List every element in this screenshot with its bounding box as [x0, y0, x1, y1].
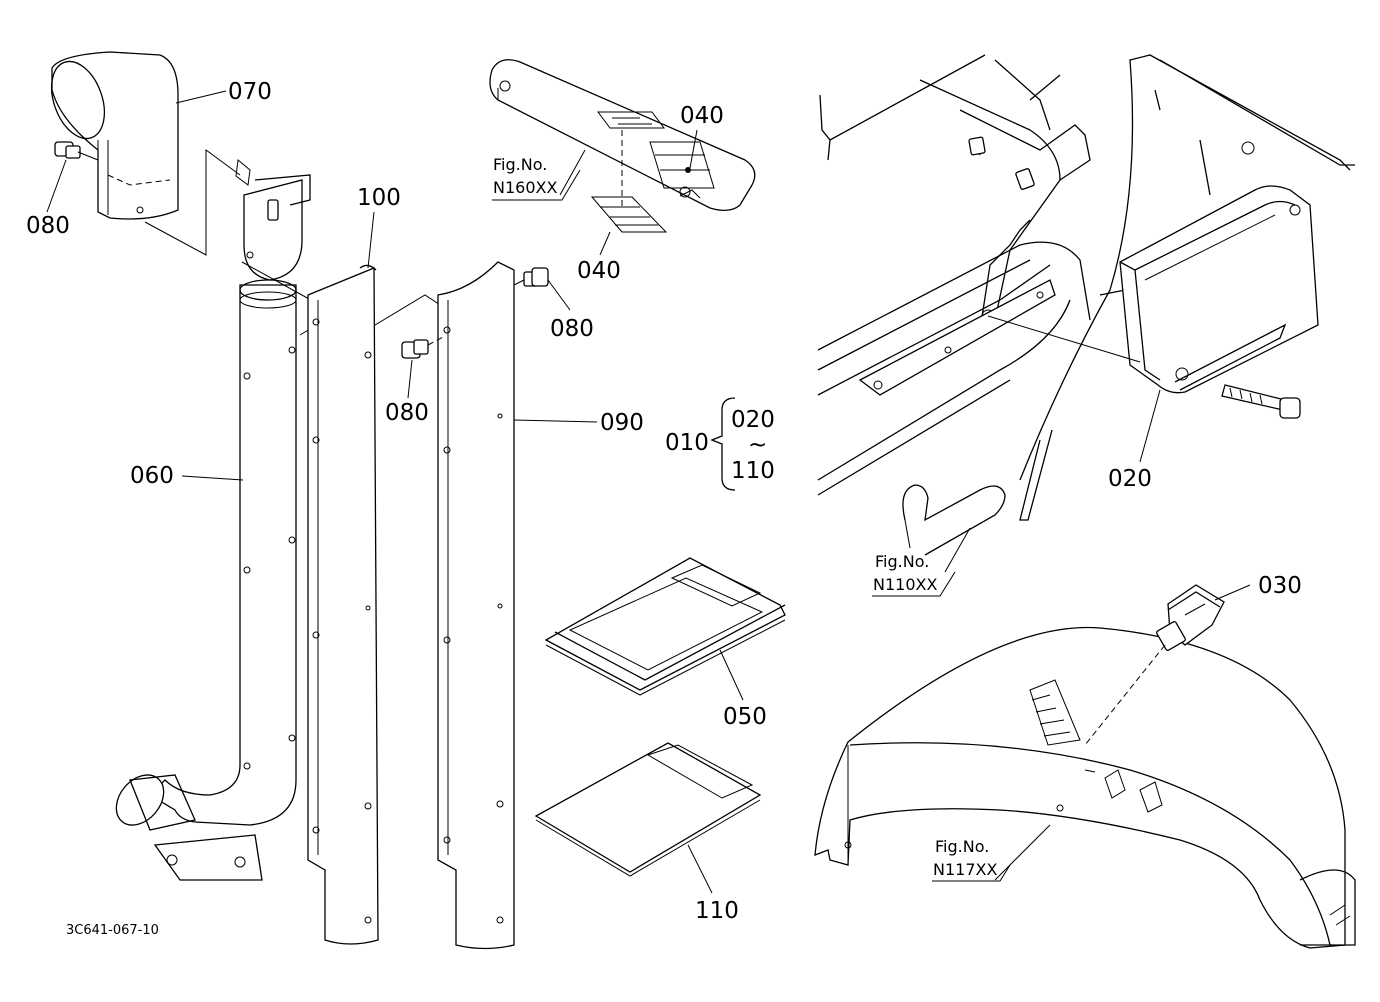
- figref-n160xx[interactable]: Fig.No. N160XX: [492, 155, 581, 201]
- bolt-080-left-drawing: [54, 141, 99, 161]
- figref-n117xx-number: N117XX: [933, 860, 997, 879]
- leader-lines-manuals: [687, 649, 744, 894]
- cover-100-drawing: [307, 264, 379, 945]
- part-label-070: 070: [228, 79, 272, 105]
- figref-n160xx-title: Fig.No.: [493, 155, 547, 174]
- part-label-100: 100: [357, 185, 401, 211]
- set-label-020: 020: [731, 407, 775, 433]
- bolt-080-center-drawing: [401, 335, 446, 359]
- exhaust-cap-070-drawing: [50, 51, 179, 220]
- manual-110-drawing: [534, 742, 762, 877]
- part-label-050: 050: [723, 704, 767, 730]
- leader-030: [1214, 584, 1251, 601]
- exhaust-pipe-060-drawing: [115, 279, 297, 881]
- set-label-110: 110: [731, 458, 775, 484]
- part-label-040-lower: 040: [577, 258, 621, 284]
- part-label-090: 090: [600, 410, 644, 436]
- figref-n110xx-title: Fig.No.: [875, 552, 929, 571]
- part-label-080-right: 080: [550, 316, 594, 342]
- fender-n117xx-drawing: [814, 626, 1356, 949]
- part-label-110: 110: [695, 898, 739, 924]
- figref-n117xx-title: Fig.No.: [935, 837, 989, 856]
- leader-fig110: [944, 527, 971, 573]
- part-label-020: 020: [1108, 466, 1152, 492]
- part-label-060: 060: [130, 463, 174, 489]
- pipe-top-bracket-drawing: [235, 159, 311, 281]
- guide-line-switch: [1084, 644, 1166, 746]
- figref-n110xx[interactable]: Fig.No. N110XX: [872, 552, 956, 597]
- part-label-040-upper: 040: [680, 103, 724, 129]
- frame-n110xx-drawing: [817, 54, 1355, 556]
- leader-fig117: [994, 824, 1051, 881]
- plate-n160xx-drawing: [489, 59, 756, 233]
- cover-090-drawing: [437, 261, 515, 950]
- guide-line-box: [987, 315, 1141, 363]
- leader-lines-top: [559, 129, 698, 256]
- part-label-080-left: 080: [26, 213, 70, 239]
- part-label-080-center: 080: [385, 400, 429, 426]
- leader-020: [1139, 389, 1161, 463]
- figref-n110xx-number: N110XX: [873, 575, 937, 594]
- switch-030-drawing: [1156, 584, 1225, 651]
- bolt-control-box: [1221, 384, 1301, 419]
- figref-n160xx-number: N160XX: [493, 178, 557, 197]
- figref-n117xx[interactable]: Fig.No. N117XX: [932, 837, 1011, 882]
- bolt-080-right-drawing: [513, 267, 549, 287]
- decal-040-lower-hatch: [590, 196, 668, 233]
- decal-040-upper-hatch: [597, 111, 715, 189]
- control-box-020-drawing: [1119, 185, 1319, 394]
- manual-050-drawing: [544, 557, 786, 696]
- set-bracket: [710, 397, 736, 491]
- leader-lines-left: [46, 90, 598, 481]
- part-label-010: 010: [665, 430, 709, 456]
- part-label-030: 030: [1258, 573, 1302, 599]
- drawing-code: 3C641-067-10: [66, 923, 159, 938]
- set-label-tilde: ~: [748, 432, 767, 458]
